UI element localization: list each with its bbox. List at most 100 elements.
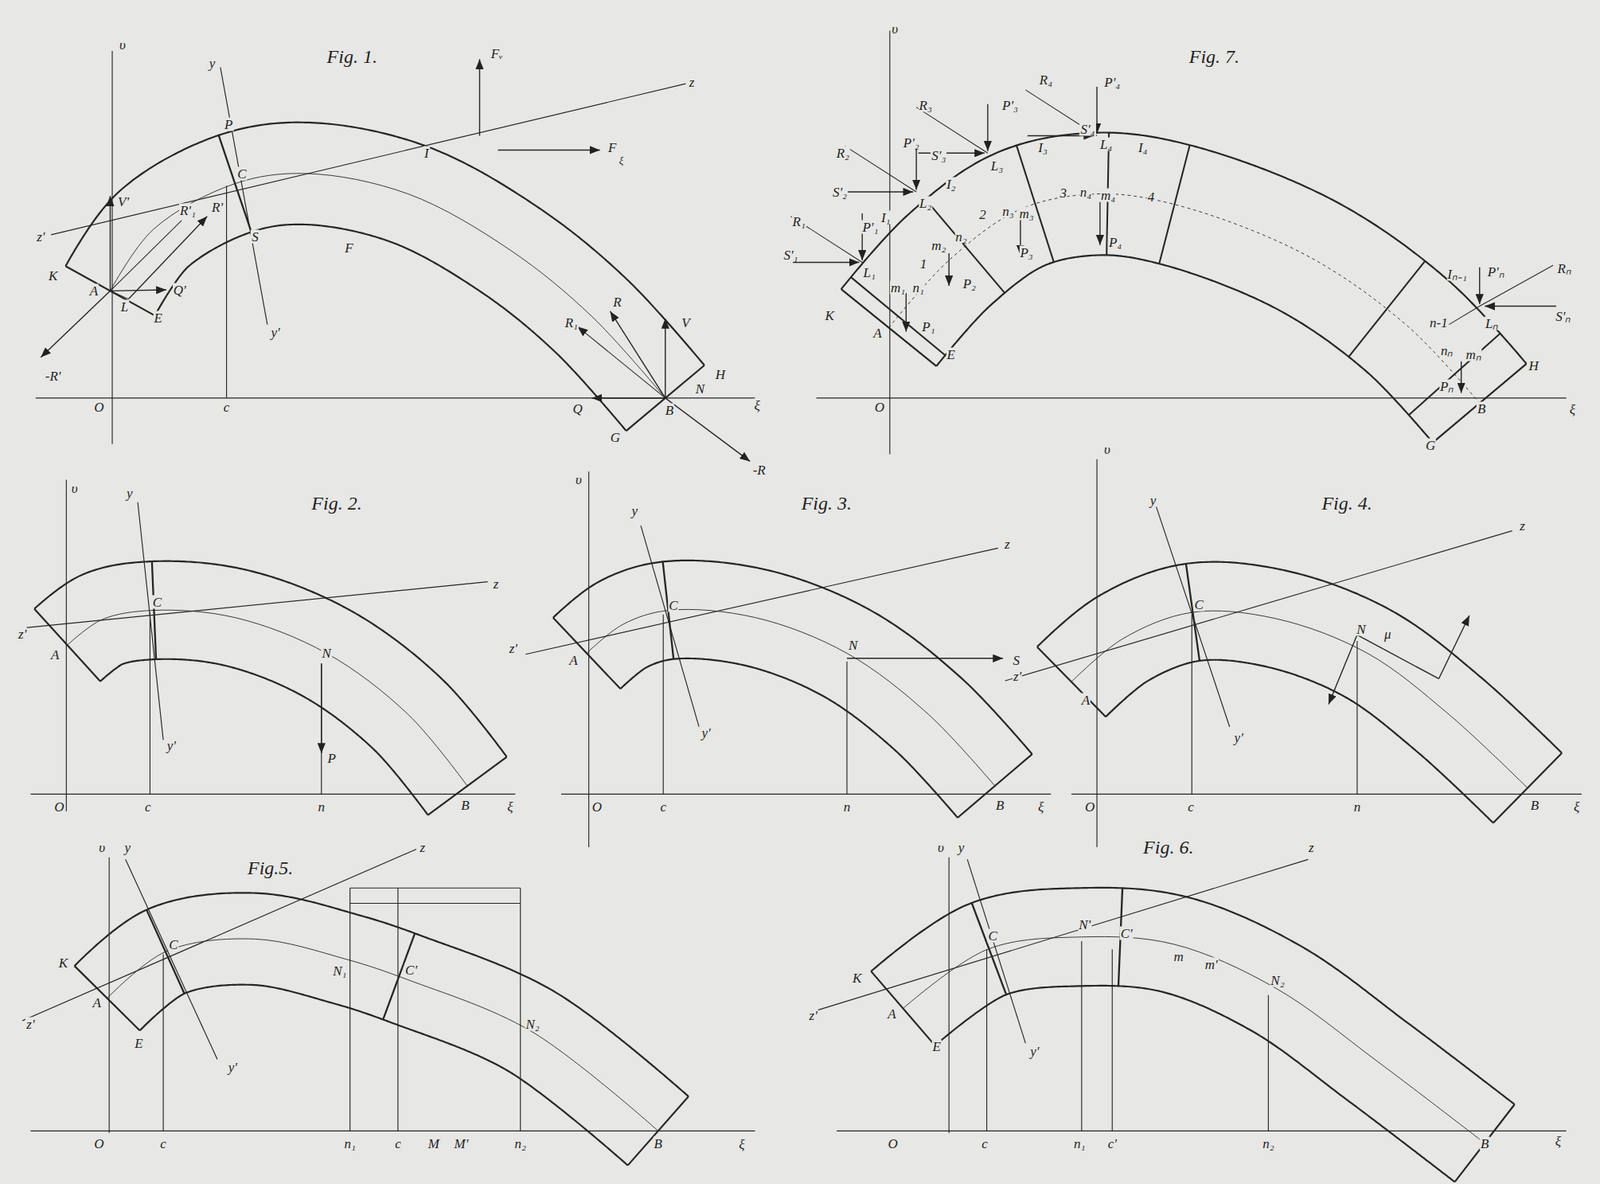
point-label: n — [317, 799, 327, 813]
point-label: H — [1528, 358, 1540, 372]
point-label: y — [125, 486, 134, 500]
point-label: n-1 — [1428, 316, 1449, 330]
axis — [816, 858, 1309, 1011]
point-label: C — [667, 598, 679, 613]
point-label: S'₁ — [782, 248, 799, 262]
center-line — [902, 936, 1485, 1143]
ordinate — [519, 887, 521, 1131]
point-label: μ — [1383, 627, 1393, 641]
point-label: F — [343, 241, 354, 255]
intrados — [936, 254, 1433, 443]
point-label: ξ — [737, 1136, 746, 1151]
point-label: C — [236, 166, 247, 180]
axis — [561, 793, 1051, 795]
intrados — [100, 659, 429, 816]
point-label: I₄ — [1137, 140, 1149, 154]
point-label: n₃ — [1001, 204, 1015, 219]
extrados — [74, 892, 689, 1097]
point-label: A — [50, 647, 60, 661]
point-label: n — [1353, 799, 1362, 813]
force-arrow — [1460, 361, 1462, 394]
point-label: C — [167, 936, 179, 951]
force-arrow — [1099, 202, 1101, 246]
ordinate — [1112, 948, 1113, 1131]
center-line — [109, 173, 665, 399]
end-face — [841, 288, 937, 367]
point-label: m' — [1204, 957, 1219, 972]
point-label: N — [694, 382, 706, 396]
point-label: O — [93, 1135, 105, 1150]
point-label: A — [92, 995, 102, 1009]
center-line — [586, 608, 996, 786]
point-label: B — [995, 798, 1005, 812]
figure-title: Fig. 6. — [1142, 837, 1195, 857]
point-label: n₁ — [343, 1135, 356, 1150]
axis — [967, 858, 1026, 1043]
point-label: L₃ — [990, 158, 1004, 172]
force-arrow — [1438, 615, 1469, 679]
point-label: R₃ — [918, 98, 933, 113]
force-arrow — [1328, 634, 1358, 704]
point-label: m₂ — [930, 238, 947, 252]
end-face — [1432, 363, 1527, 443]
point-label: E — [946, 347, 957, 361]
intrados — [140, 984, 629, 1166]
point-label: c — [144, 799, 153, 813]
point-label: n₁ — [1073, 1135, 1086, 1150]
point-label: -R' — [44, 368, 63, 383]
point-label: z — [1003, 537, 1011, 551]
ordinate — [1356, 640, 1358, 794]
point-label: P — [326, 751, 336, 765]
point-label: ξ — [1568, 402, 1577, 417]
point-label: υ — [936, 839, 945, 854]
section-line — [1186, 563, 1200, 661]
axis — [50, 83, 686, 235]
figure-title: Fig. 1. — [326, 46, 379, 67]
force-arrow — [915, 142, 917, 190]
construction-line — [350, 902, 521, 904]
point-label: R₄ — [1038, 72, 1054, 86]
point-label: Lₙ — [1484, 316, 1499, 331]
point-label: 1 — [919, 256, 929, 270]
ordinate — [320, 663, 322, 794]
force-arrow — [577, 326, 666, 399]
ordinate — [149, 612, 151, 794]
point-label: C — [1194, 597, 1205, 611]
ordinate — [1268, 995, 1269, 1131]
point-label: y' — [700, 725, 711, 740]
figure-title: Fig. 7. — [1188, 46, 1241, 67]
construction-line — [350, 887, 521, 889]
point-label: C' — [1120, 925, 1134, 940]
point-label: B — [1529, 798, 1540, 812]
point-label: n₂ — [954, 230, 968, 244]
extrados — [841, 132, 1527, 364]
axis — [22, 849, 417, 1021]
extrados — [34, 561, 507, 758]
point-label: c — [394, 1135, 402, 1150]
point-label: B — [460, 798, 470, 812]
point-label: O — [887, 1135, 899, 1150]
end-face — [1455, 1104, 1515, 1182]
point-label: B — [1479, 1135, 1490, 1150]
point-label: N₂ — [1269, 972, 1285, 987]
point-label: S — [250, 230, 260, 244]
point-label: 4 — [1147, 190, 1156, 204]
axis — [220, 67, 268, 325]
point-label: n₂ — [514, 1135, 527, 1150]
point-label: c — [659, 799, 668, 813]
point-label: O — [591, 799, 603, 813]
force-arrow — [479, 58, 480, 136]
point-label: C — [987, 928, 999, 943]
point-label: ξ — [1037, 799, 1045, 813]
intrados — [155, 224, 627, 431]
point-label: S'₂ — [831, 184, 848, 199]
point-label: I₂ — [945, 176, 957, 191]
point-label: K — [47, 269, 59, 283]
section-line — [971, 902, 1007, 995]
point-label: E — [932, 1038, 942, 1053]
point-label: R'₁ — [179, 203, 197, 218]
point-label: υ — [890, 21, 899, 36]
axis — [588, 471, 590, 847]
point-label: z' — [25, 1016, 36, 1031]
